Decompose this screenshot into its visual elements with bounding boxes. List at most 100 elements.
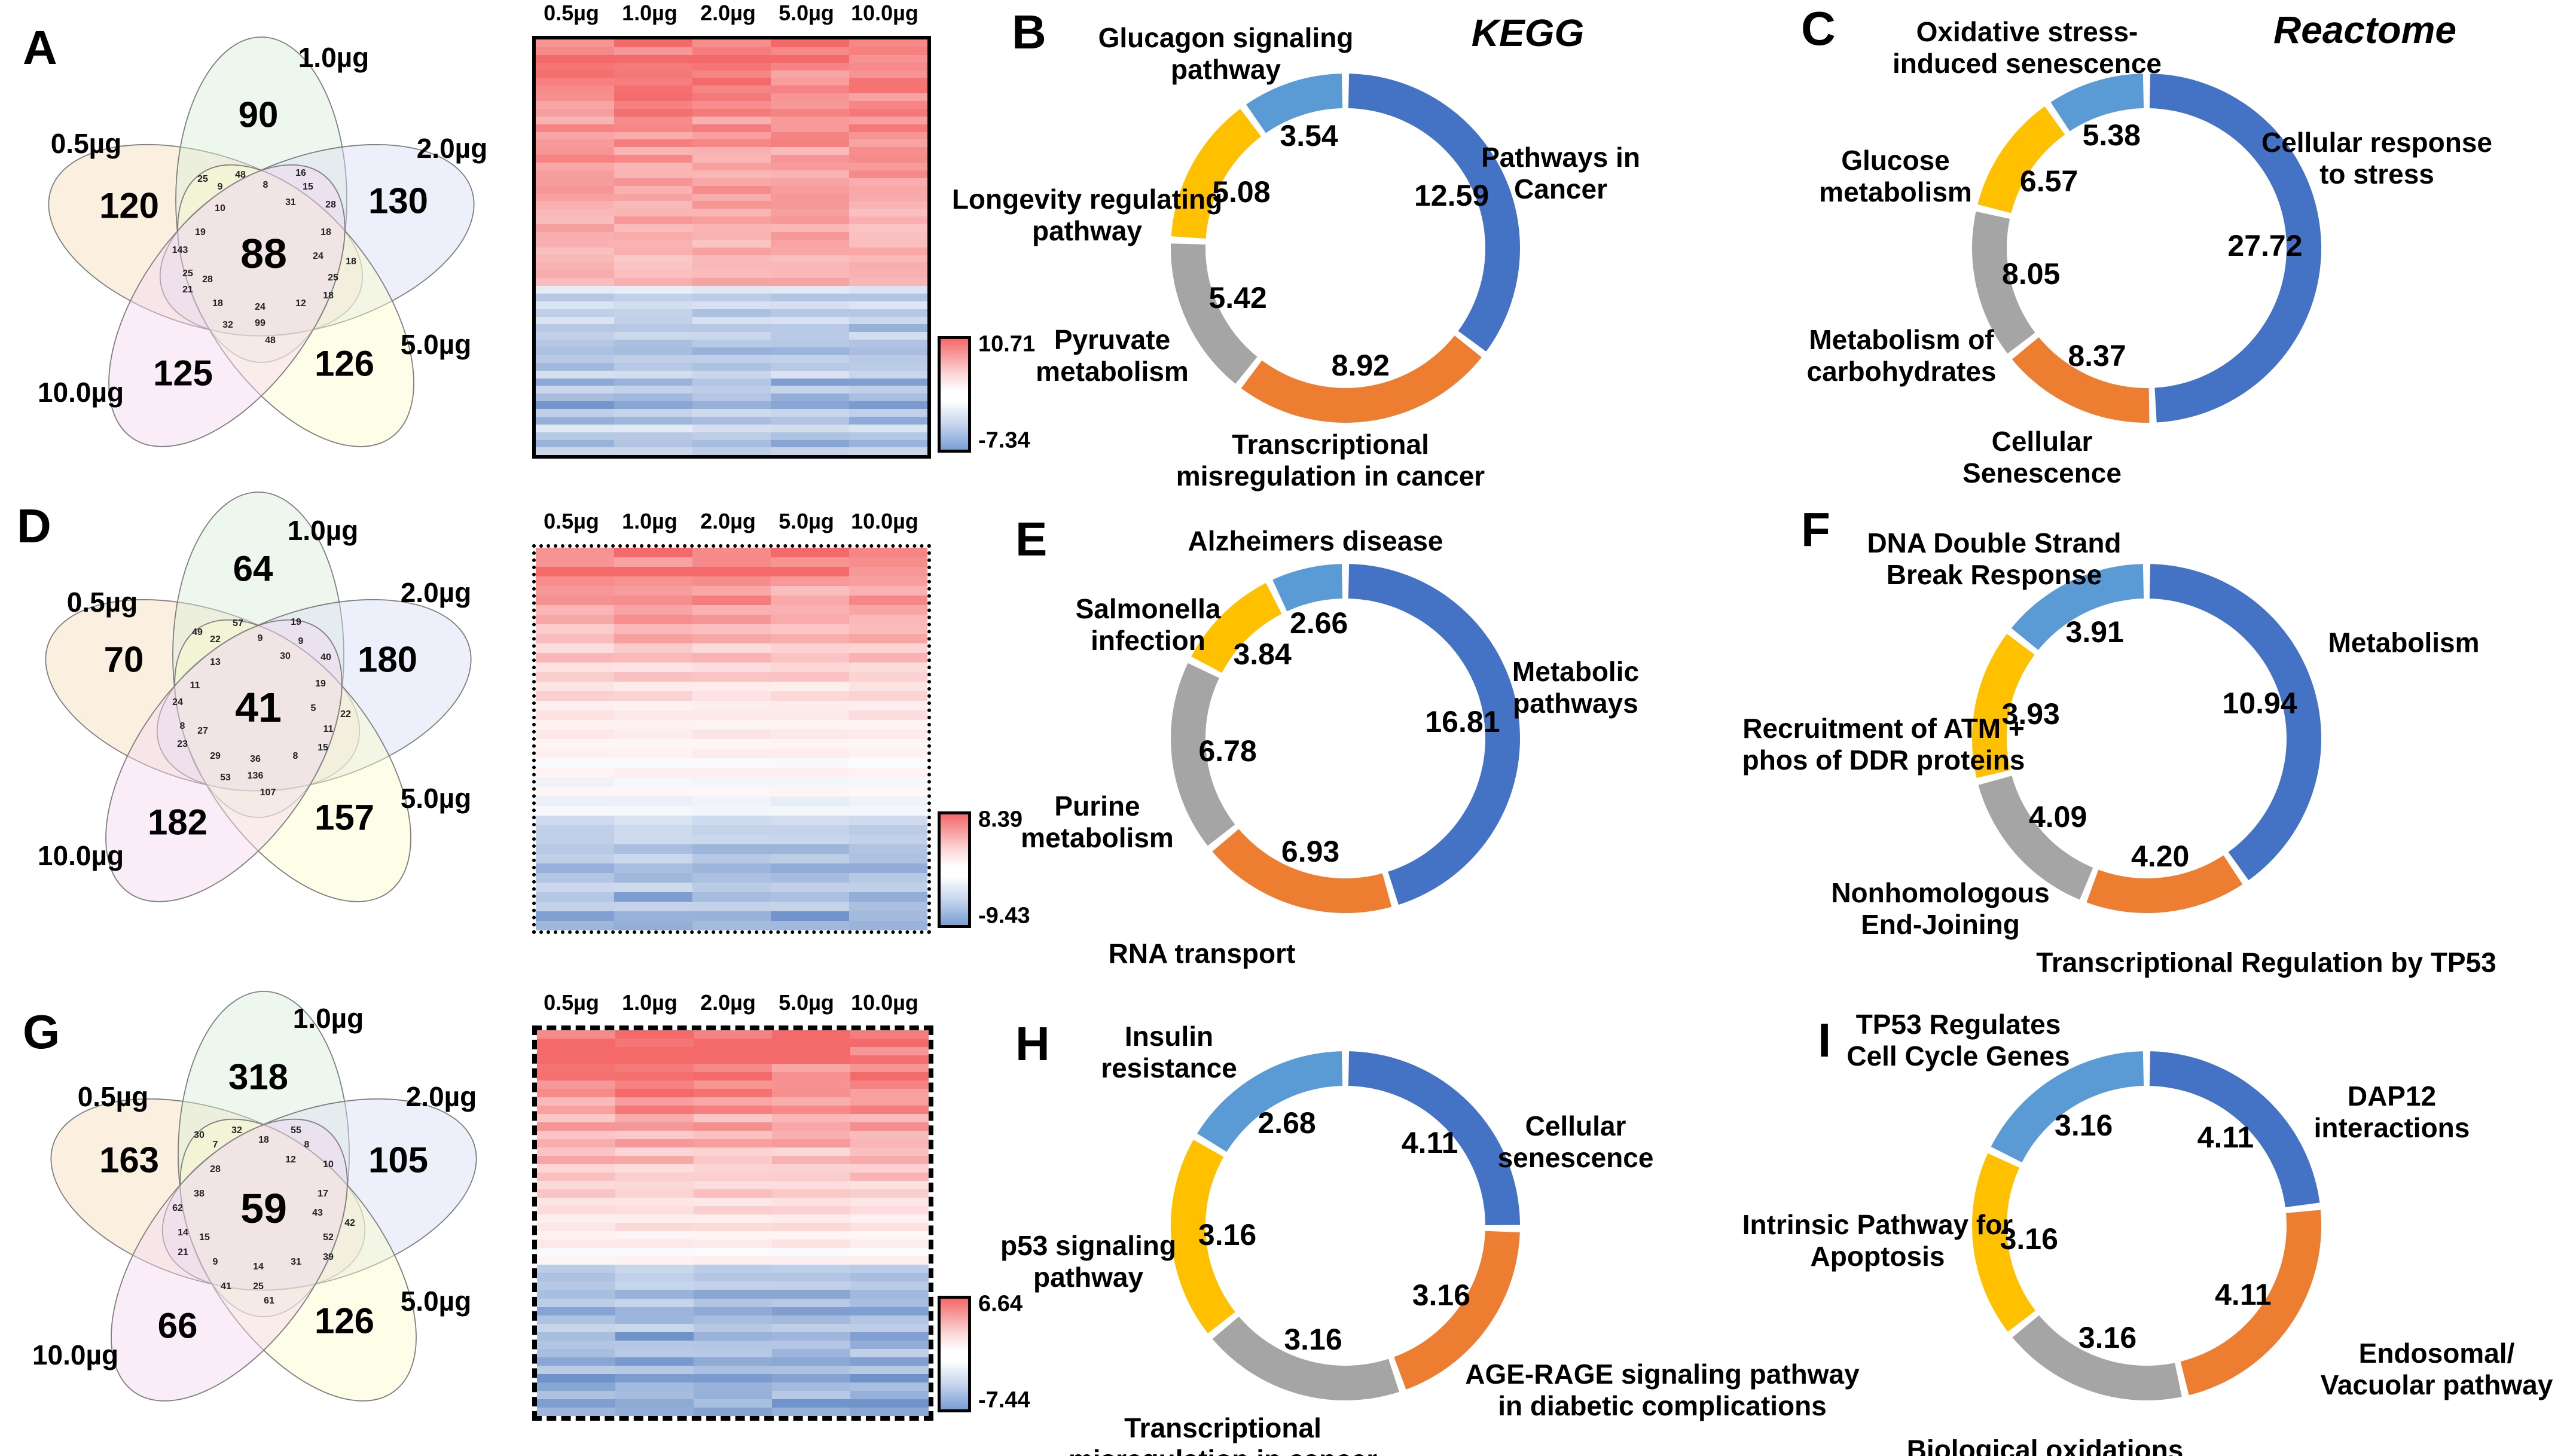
heatmap-cell [772,1097,850,1106]
heatmap-cell [536,787,614,796]
heatmap-cell [536,682,614,691]
heatmap-cell [536,93,614,101]
heatmap-cell [849,835,927,844]
heatmap-row [536,316,927,325]
donut-category-label-line: Biological oxidations [1906,1434,2184,1456]
heatmap-cell [536,132,614,140]
heatmap-cell [771,370,849,379]
heatmap-cell [849,62,927,71]
heatmap-cell [849,911,927,921]
venn-set-count-0.5µg: 70 [103,639,144,680]
venn-set-label-10.0µg: 10.0µg [32,1339,119,1370]
heatmap-column-label: 1.0µg [622,990,677,1015]
heatmap-cell [537,1248,615,1257]
venn-intersection-count: 18 [323,291,334,301]
heatmap-cell [771,185,849,194]
heatmap-cell [771,854,849,863]
heatmap-row [536,643,927,653]
venn-center-count: 59 [240,1185,287,1232]
donut-segment-1 [1241,335,1482,423]
heatmap-cell [692,185,771,194]
heatmap-cell [771,634,849,643]
venn-set-label-10.0µg: 10.0µg [37,840,124,871]
heatmap-cell [614,557,692,567]
heatmap-cell [537,1164,615,1173]
heatmap-cell [692,576,771,586]
heatmap-cell [849,854,927,863]
heatmap-cell [536,758,614,768]
heatmap-cell [537,1089,615,1098]
venn-set-count-2.0µg: 130 [368,181,429,221]
donut-value-label: 8.92 [1331,349,1390,383]
heatmap-row [536,835,927,844]
venn-intersection-count: 19 [291,617,301,627]
heatmap-colorbar-min: -7.44 [978,1387,1030,1413]
heatmap-cell [615,1340,694,1349]
heatmap-cell [692,883,771,892]
heatmap-cell [614,193,692,202]
heatmap-cell [849,825,927,835]
venn-ellipses [48,36,475,447]
heatmap-cell [536,70,614,78]
venn-intersection-count: 43 [312,1208,323,1218]
donut-value-label: 4.20 [2131,839,2190,873]
venn-intersection-count: 19 [315,679,326,689]
venn-intersection-count: 28 [202,274,213,285]
heatmap-cell [614,605,692,615]
heatmap-row [537,1373,929,1382]
donut-category-label-line: Cellular response [2261,127,2493,158]
heatmap-cell [692,844,771,854]
heatmap-cell [692,147,771,155]
heatmap-cell [849,185,927,194]
heatmap-cell [615,1131,694,1140]
heatmap-cell [614,132,692,140]
heatmap-cell [849,548,927,557]
heatmap-cell [771,615,849,624]
heatmap-cell [537,1340,615,1349]
heatmap-column-label: 1.0µg [622,1,677,25]
heatmap-cell [614,863,692,873]
venn-ellipses [50,991,477,1402]
heatmap-cell [692,239,771,248]
heatmap-cell [771,883,849,892]
heatmap-cell [771,170,849,178]
heatmap-cell [772,1047,850,1056]
heatmap-cell [614,643,692,653]
heatmap-cell [536,911,614,921]
heatmap-cell [692,54,771,63]
heatmap-cell [772,1139,850,1148]
heatmap-cell [614,86,692,94]
heatmap-cell [692,370,771,379]
heatmap-row [536,270,927,279]
heatmap-cell [849,54,927,63]
venn-intersection-count: 41 [221,1281,231,1292]
heatmap-row [536,362,927,371]
heatmap-row [536,634,927,643]
heatmap-cell [771,663,849,672]
panel-letter-I: I [1818,1014,1832,1067]
heatmap-row [536,78,927,86]
venn-intersection-count: 16 [295,168,306,178]
heatmap-cell [692,739,771,749]
heatmap-grid [532,36,931,459]
venn-intersection-count: 30 [194,1130,205,1140]
heatmap-row [536,155,927,163]
venn-ellipse-0.5µg [48,144,364,337]
heatmap-cell [536,691,614,701]
heatmap-cell [692,825,771,835]
heatmap-cell [537,1332,615,1341]
heatmap-cell [536,729,614,739]
donut-category-label-line: Insulin [1124,1021,1214,1052]
heatmap-cell [772,1315,850,1324]
venn-intersection-count: 25 [328,273,338,283]
heatmap-cell [614,116,692,124]
heatmap-cell [536,548,614,557]
heatmap-cell [849,921,927,930]
heatmap-cell [692,749,771,758]
heatmap-row [537,1039,929,1048]
heatmap-cell [537,1265,615,1274]
panel-letter-E: E [1015,512,1048,566]
donut-category-label-line: interactions [2313,1112,2470,1143]
heatmap-cell [771,316,849,325]
